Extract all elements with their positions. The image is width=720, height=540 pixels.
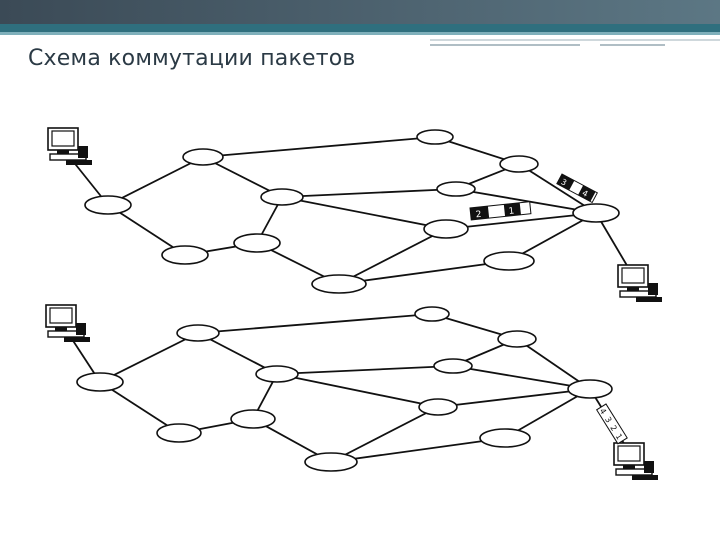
packet-label: 1 (508, 206, 515, 217)
router-node (437, 182, 475, 196)
router-node (417, 130, 453, 144)
bottom-network: 4 3 2 1 (46, 305, 658, 480)
bottom-network-nodes (77, 307, 612, 471)
router-node (500, 156, 538, 172)
source-computer-icon (46, 305, 90, 342)
packets-near-destination: 3 4 (557, 174, 597, 202)
router-node (256, 366, 298, 382)
packets-at-destination: 4 3 2 1 (597, 404, 628, 444)
router-node (183, 149, 223, 165)
router-node (305, 453, 357, 471)
router-node (573, 204, 619, 222)
router-node (234, 234, 280, 252)
router-node (177, 325, 219, 341)
source-computer-icon (48, 128, 92, 165)
router-node (261, 189, 303, 205)
packet-label: 2 (475, 210, 482, 221)
router-node (480, 429, 530, 447)
router-node (162, 246, 208, 264)
bottom-network-links (68, 314, 628, 462)
router-node (484, 252, 534, 270)
router-node (419, 399, 457, 415)
packets-on-link: 2 1 (470, 202, 531, 221)
router-node (568, 380, 612, 398)
router-node (77, 373, 123, 391)
router-node (231, 410, 275, 428)
router-node (85, 196, 131, 214)
router-node (498, 331, 536, 347)
router-node (434, 359, 472, 373)
destination-computer-icon (618, 265, 662, 302)
destination-computer-icon (614, 443, 658, 480)
router-node (312, 275, 366, 293)
router-node (157, 424, 201, 442)
router-node (415, 307, 449, 321)
router-node (424, 220, 468, 238)
top-network: 2 1 3 4 (48, 128, 662, 302)
top-network-links (68, 137, 632, 284)
